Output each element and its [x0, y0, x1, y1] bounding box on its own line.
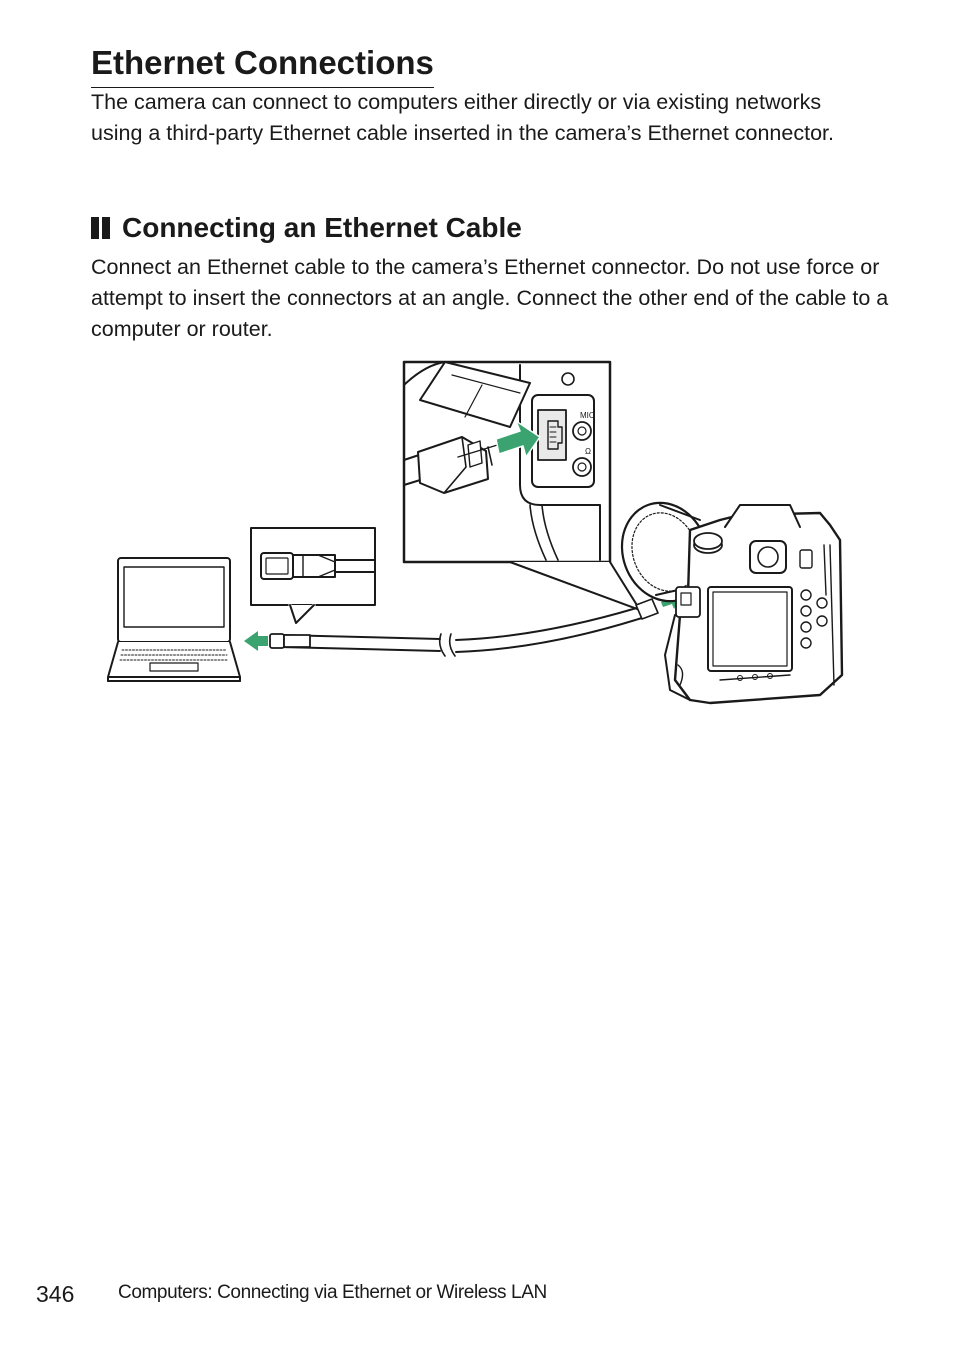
section-heading-text: Connecting an Ethernet Cable — [122, 212, 522, 243]
laptop-arrow-icon — [244, 631, 268, 651]
section-marker-icon — [91, 217, 110, 239]
section-heading: Connecting an Ethernet Cable — [91, 208, 522, 248]
ethernet-cable — [244, 591, 680, 657]
mic-port-label: MIC — [580, 411, 595, 420]
page-title: Ethernet Connections — [91, 40, 434, 88]
port-closeup-inset: MIC Ω — [402, 360, 641, 611]
laptop-icon — [107, 557, 241, 682]
plug-closeup-inset — [250, 527, 376, 625]
intro-paragraph: The camera can connect to computers eith… — [91, 90, 834, 145]
footer-section-title: Computers: Connecting via Ethernet or Wi… — [118, 1282, 547, 1303]
footer-page-number: 346 — [36, 1281, 75, 1307]
ethernet-connection-illustration: MIC Ω — [107, 360, 844, 705]
camera-icon — [620, 501, 844, 705]
section-body: Connect an Ethernet cable to the camera’… — [91, 255, 889, 341]
headphone-port-label: Ω — [585, 447, 591, 456]
insert-arrow-icon — [495, 420, 541, 458]
